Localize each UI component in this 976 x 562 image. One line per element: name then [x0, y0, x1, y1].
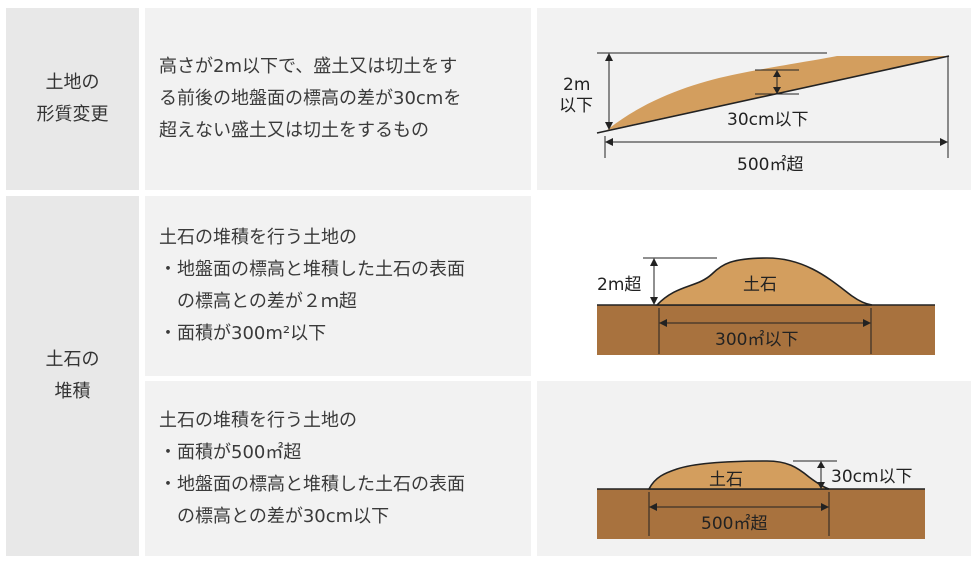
area-label: 500㎡超: [737, 155, 803, 175]
description-line: 超えない盛土又は切土をするもの: [159, 120, 429, 141]
slope-diagram: 2m 以下 30cm以下 500㎡超: [559, 52, 950, 175]
area-label: 300㎡以下: [715, 330, 798, 350]
figure-keishitsu: 2m 以下 30cm以下 500㎡超: [537, 8, 971, 190]
description-line: る前後の地盤面の標高の差が30cmを: [159, 88, 462, 109]
description-line: ・面積が500㎡超: [159, 441, 302, 463]
pile-label: 土石: [743, 275, 777, 295]
height-label: 30cm以下: [831, 467, 913, 487]
description-line: 高さが2m以下で、盛土又は切土をす: [159, 56, 458, 77]
description-line: ・地盤面の標高と堆積した土石の表面: [159, 473, 465, 495]
description-taiseki-2: 土石の堆積を行う土地の ・面積が500㎡超 ・地盤面の標高と堆積した土石の表面 …: [145, 381, 531, 556]
pile-label: 土石: [709, 470, 743, 490]
description-taiseki-1: 土石の堆積を行う土地の ・地盤面の標高と堆積した土石の表面 の標高との差が２ｍ超…: [145, 196, 531, 376]
description-line: ・地盤面の標高と堆積した土石の表面: [159, 259, 465, 280]
diff-label: 30cm以下: [727, 110, 809, 130]
description-line: の標高との差が30cm以下: [177, 505, 390, 527]
pile-diagram-2: 30cm以下 土石 500㎡超: [597, 460, 925, 539]
soil-pile-shape: [655, 257, 873, 306]
heading-keishitsu-line2: 形質変更: [36, 104, 109, 125]
pile-diagram-1: 2m超 土石 300㎡以下: [597, 257, 935, 355]
heading-keishitsu-line1: 土地の: [45, 72, 100, 93]
heading-taiseki-line2: 堆積: [54, 381, 91, 402]
description-keishitsu: 高さが2m以下で、盛土又は切土をす る前後の地盤面の標高の差が30cmを 超えな…: [145, 8, 531, 190]
height-label: 2m超: [597, 275, 641, 295]
figure-taiseki-2: 30cm以下 土石 500㎡超: [537, 381, 971, 556]
soil-pile-shape: [647, 460, 830, 490]
ground-layer: [597, 305, 935, 355]
description-line: 土石の堆積を行う土地の: [159, 227, 357, 248]
height-label-1: 2m: [563, 75, 590, 95]
figure-taiseki-1: 2m超 土石 300㎡以下: [537, 196, 971, 376]
heading-keishitsu: 土地の 形質変更: [6, 8, 139, 190]
description-line: 土石の堆積を行う土地の: [159, 409, 357, 431]
height-label-2: 以下: [559, 96, 593, 116]
area-label: 500㎡超: [701, 514, 767, 534]
description-line: の標高との差が２ｍ超: [177, 291, 357, 312]
heading-taiseki-line1: 土石の: [45, 349, 100, 370]
heading-taiseki: 土石の 堆積: [6, 196, 139, 556]
description-line: ・面積が300m²以下: [159, 323, 327, 344]
ground-layer: [597, 489, 925, 539]
